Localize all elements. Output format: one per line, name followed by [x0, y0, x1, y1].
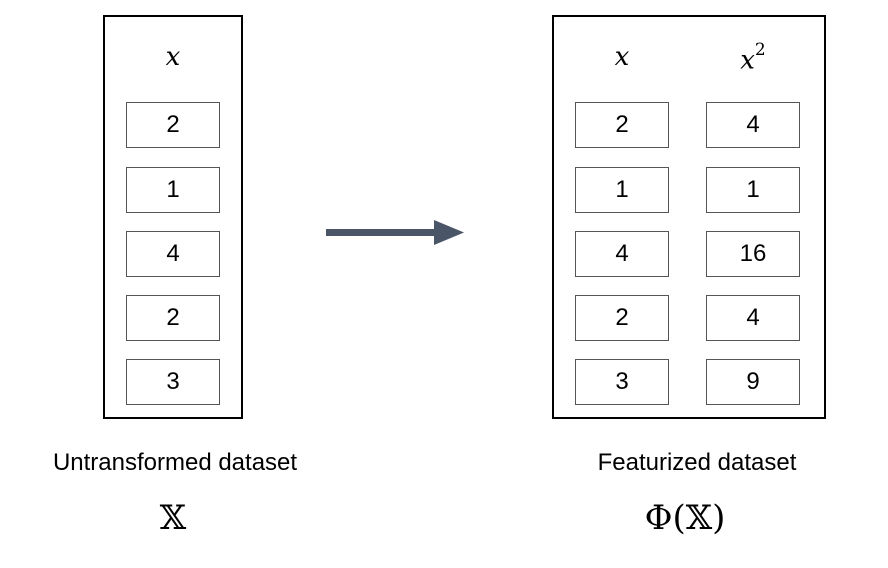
untransformed-dataset-caption: Untransformed dataset	[52, 449, 298, 476]
x-value-cell: 2	[126, 295, 220, 341]
x-value-cell: 3	[575, 359, 669, 405]
untransformed-dataset-panel: x 2 1 4 2 3	[103, 15, 243, 419]
x-value-cell: 2	[575, 102, 669, 148]
x-value-cell: 4	[126, 231, 220, 277]
x-value-cell: 1	[575, 167, 669, 213]
featurized-dataset-panel: x x2 2 1 4 2 3 4 1 16 4 9	[552, 15, 826, 419]
x-squared-value-cell: 4	[706, 102, 800, 148]
featurized-dataset-symbol: Φ(𝕏)	[644, 498, 726, 538]
x-squared-value-cell: 16	[706, 231, 800, 277]
transform-arrow-icon	[326, 220, 464, 245]
dataset-symbol: 𝕏	[159, 498, 187, 538]
featurized-dataset-caption: Featurized dataset	[597, 449, 797, 476]
x-value-cell: 3	[126, 359, 220, 405]
x-value-cell: 1	[126, 167, 220, 213]
x-column-header: x	[165, 42, 181, 72]
x-value-cell: 4	[575, 231, 669, 277]
x-squared-column-header: x2	[740, 40, 766, 76]
x-value-cell: 2	[575, 295, 669, 341]
x-squared-value-cell: 1	[706, 167, 800, 213]
x-value-cell: 2	[126, 102, 220, 148]
x-squared-value-cell: 4	[706, 295, 800, 341]
x-column-header: x	[614, 42, 630, 72]
x-squared-value-cell: 9	[706, 359, 800, 405]
